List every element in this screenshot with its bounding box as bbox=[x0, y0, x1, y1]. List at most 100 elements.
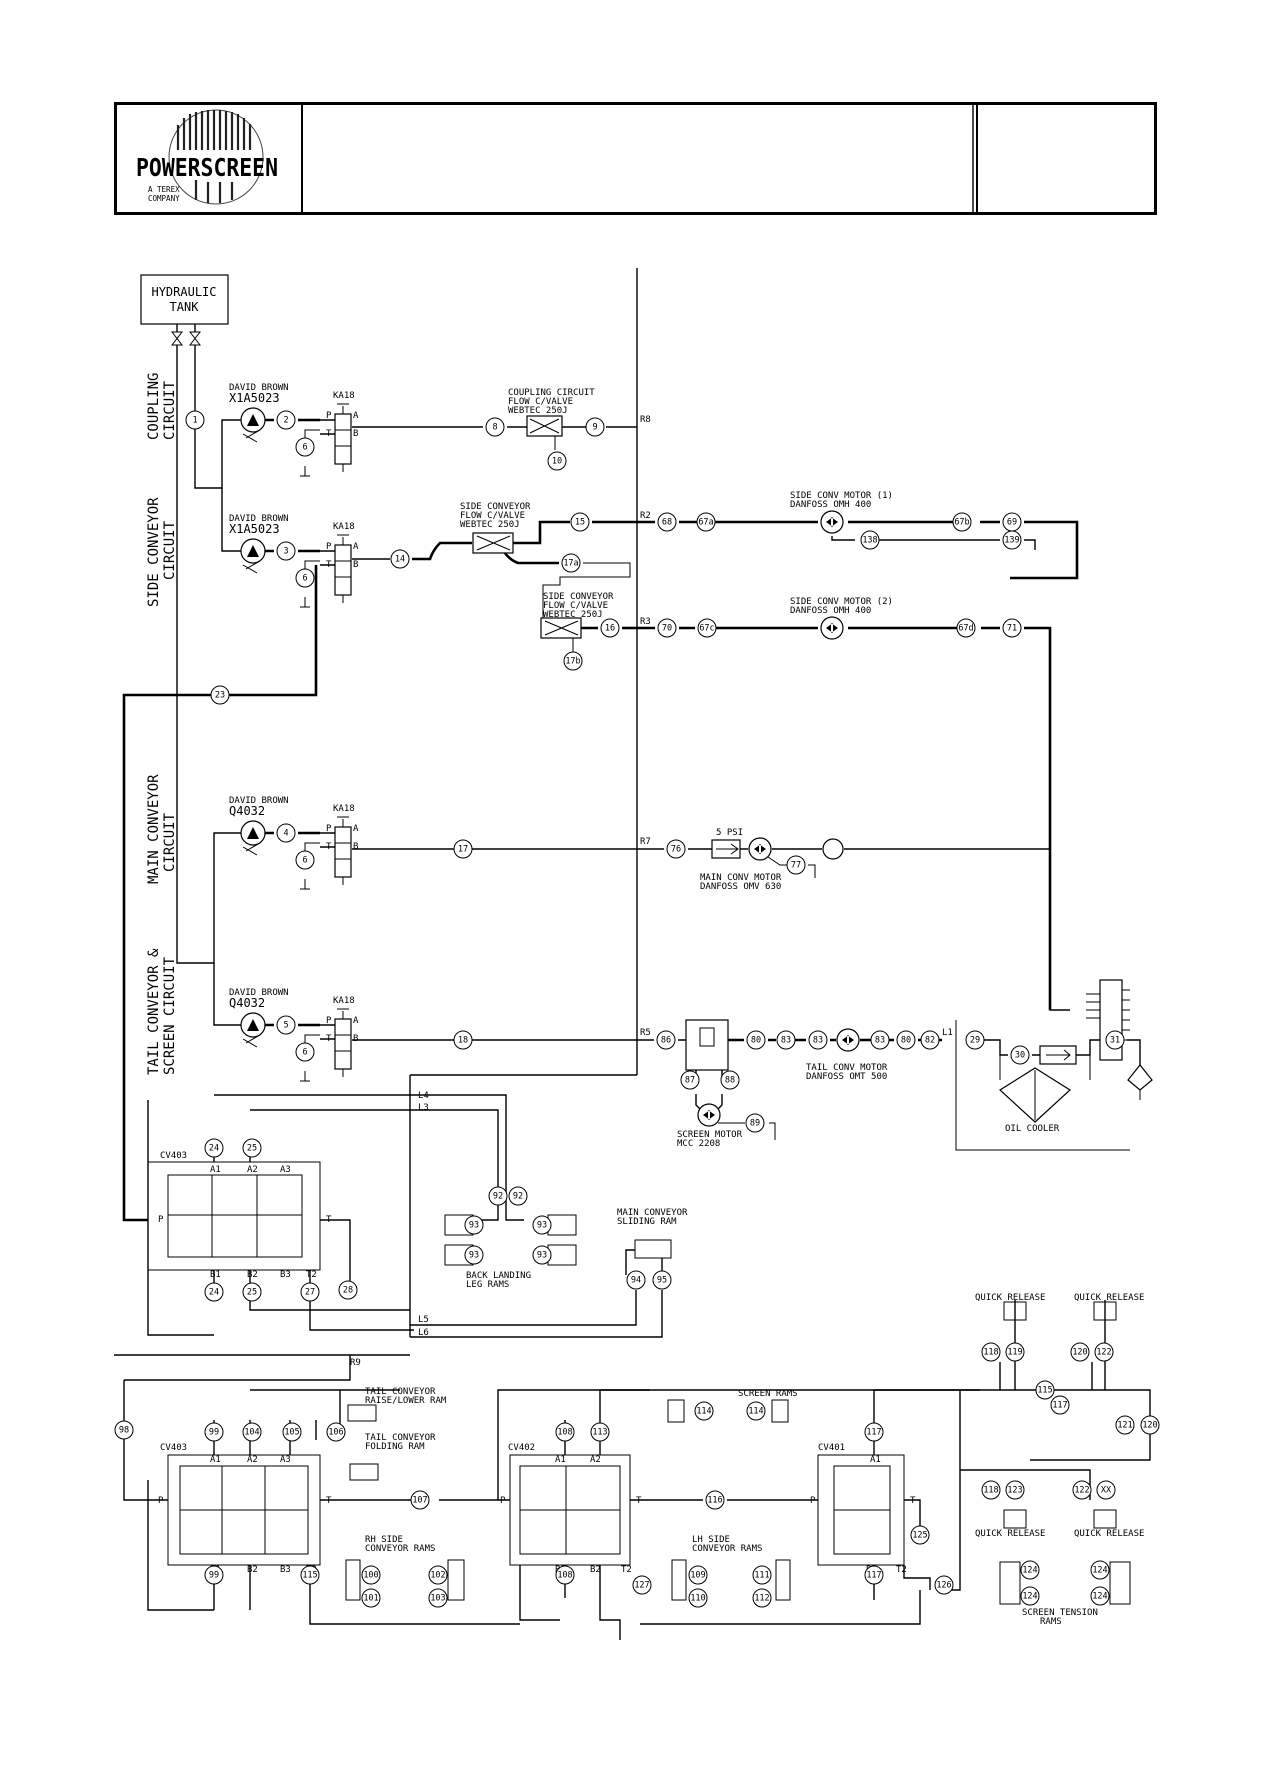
rail-r3: R3 bbox=[640, 617, 651, 627]
pump-model-label: X1A5023 bbox=[229, 522, 280, 536]
node-n93: 93 bbox=[532, 1215, 552, 1235]
main-conveyor-row: 5 PSI MAIN CONV MOTOR DANFOSS OMV 630 bbox=[352, 828, 1070, 1011]
coupling-circuit-label-2: CIRCUIT bbox=[162, 380, 178, 440]
node-label: 17b bbox=[565, 657, 580, 667]
node-n24: 24 bbox=[204, 1138, 224, 1158]
node-n114: 114 bbox=[746, 1401, 766, 1421]
tank-label-1: HYDRAULIC bbox=[151, 285, 216, 299]
cv-pt-label: T bbox=[326, 1496, 332, 1506]
node-n2: 2 bbox=[276, 410, 296, 430]
node-label: 83 bbox=[813, 1036, 823, 1046]
node-label: 95 bbox=[657, 1276, 667, 1286]
node-n80: 80 bbox=[746, 1030, 766, 1050]
port-p: P bbox=[326, 542, 332, 552]
node-label: 99 bbox=[209, 1428, 219, 1438]
rail-l5: L5 bbox=[418, 1315, 429, 1325]
node-label: 89 bbox=[750, 1119, 760, 1129]
tank-valve-icon bbox=[170, 331, 202, 346]
node-label: 98 bbox=[119, 1426, 129, 1436]
hydraulic-tank: HYDRAULIC TANK bbox=[140, 274, 229, 346]
cv403-top-label: CV403 bbox=[160, 1151, 187, 1161]
cv403-bottom-valve: CV403 TAIL CONVEYOR RAISE/LOWER RAM TAIL… bbox=[123, 1355, 520, 1625]
node-label: 117 bbox=[866, 1571, 881, 1581]
node-n8: 8 bbox=[485, 417, 505, 437]
tank-label-2: TANK bbox=[170, 300, 200, 314]
node-label: 109 bbox=[690, 1571, 705, 1581]
node-n76: 76 bbox=[666, 839, 686, 859]
node-label: 3 bbox=[283, 547, 288, 557]
node-label: 10 bbox=[552, 457, 562, 467]
node-n101: 101 bbox=[361, 1588, 381, 1608]
node-label: 93 bbox=[469, 1221, 479, 1231]
node-label: 124 bbox=[1092, 1566, 1107, 1576]
cv-port-label: T2 bbox=[621, 1565, 632, 1575]
lh-side-label-2: CONVEYOR RAMS bbox=[692, 1544, 762, 1554]
node-n113: 113 bbox=[590, 1422, 610, 1442]
node-label: 92 bbox=[513, 1192, 523, 1202]
node-n6: 6 bbox=[295, 568, 315, 588]
node-label: XX bbox=[1101, 1486, 1112, 1496]
node-label: 125 bbox=[912, 1531, 927, 1541]
pump-rows bbox=[240, 403, 352, 1082]
tail-motor-label-2: DANFOSS OMT 500 bbox=[806, 1072, 887, 1082]
port-p: P bbox=[326, 824, 332, 834]
tank-lines bbox=[176, 345, 248, 1026]
title-block bbox=[114, 102, 1157, 215]
node-label: 67d bbox=[958, 624, 973, 634]
node-label: 114 bbox=[748, 1407, 763, 1417]
coupling-valve-label-3: WEBTEC 250J bbox=[508, 406, 568, 416]
cv401-valve: CV401 QUICK RELEASE QUICK RELEASE QUICK … bbox=[817, 1293, 1151, 1627]
side-motor2-label-1: SIDE CONV MOTOR (2) bbox=[790, 597, 893, 607]
port-p: P bbox=[326, 411, 332, 421]
node-label: 69 bbox=[1007, 518, 1017, 528]
side-valve1-label-1: SIDE CONVEYOR bbox=[460, 502, 531, 512]
node-label: 116 bbox=[707, 1496, 722, 1506]
node-label: 6 bbox=[302, 443, 307, 453]
node-label: 70 bbox=[662, 624, 672, 634]
logo-cell bbox=[117, 105, 303, 212]
node-label: 31 bbox=[1110, 1036, 1120, 1046]
node-n87: 87 bbox=[680, 1070, 700, 1090]
rail-r2: R2 bbox=[640, 511, 651, 521]
ka18-valve-icon bbox=[334, 1018, 352, 1070]
side-circuit-label-2: CIRCUIT bbox=[162, 520, 178, 580]
node-n107: 107 bbox=[410, 1490, 430, 1510]
node-label: 108 bbox=[557, 1428, 572, 1438]
port-a: A bbox=[353, 1016, 359, 1026]
node-n92: 92 bbox=[508, 1186, 528, 1206]
node-label: 2 bbox=[283, 416, 288, 426]
node-n67b: 67b bbox=[952, 512, 972, 532]
logo-text: POWERSCREEN bbox=[136, 153, 278, 182]
port-b: B bbox=[353, 429, 358, 439]
node-label: 17a bbox=[563, 559, 578, 569]
node-n93: 93 bbox=[464, 1245, 484, 1265]
node-n6: 6 bbox=[295, 850, 315, 870]
tail-raise-label-1: TAIL CONVEYOR bbox=[365, 1387, 436, 1397]
rail-tags: R8 R2 R3 R7 R5 L4 L3 L5 L6 R9 L1 bbox=[350, 415, 953, 1368]
node-label: 67a bbox=[698, 518, 713, 528]
node-label: 115 bbox=[1037, 1386, 1052, 1396]
node-n18: 18 bbox=[453, 1030, 473, 1050]
node-n67a: 67a bbox=[696, 512, 716, 532]
cv-port-label: B1 bbox=[210, 1270, 221, 1280]
main-circuit-label-2: CIRCUIT bbox=[162, 812, 178, 872]
tail-raise-label-2: RAISE/LOWER RAM bbox=[365, 1396, 447, 1406]
node-n102: 102 bbox=[428, 1565, 448, 1585]
node-label: 6 bbox=[302, 574, 307, 584]
node-n138: 138 bbox=[860, 530, 880, 550]
node-label: 24 bbox=[209, 1288, 219, 1298]
node-label: 25 bbox=[247, 1288, 257, 1298]
node-n100: 100 bbox=[361, 1565, 381, 1585]
node-label: 77 bbox=[791, 861, 801, 871]
cv402-label: CV402 bbox=[508, 1443, 535, 1453]
valve-name-label: KA18 bbox=[333, 804, 355, 814]
main-circuit-label-1: MAIN CONVEYOR bbox=[146, 774, 162, 884]
back-landing-label-2: LEG RAMS bbox=[466, 1280, 509, 1290]
lh-side-label-1: LH SIDE bbox=[692, 1535, 730, 1545]
quick-release-label-4: QUICK RELEASE bbox=[1074, 1529, 1144, 1539]
node-n17a: 17a bbox=[561, 553, 581, 573]
pump-group-4 bbox=[240, 1008, 352, 1082]
side-valve2-label-1: SIDE CONVEYOR bbox=[543, 592, 614, 602]
node-n109: 109 bbox=[688, 1565, 708, 1585]
node-n23: 23 bbox=[210, 685, 230, 705]
